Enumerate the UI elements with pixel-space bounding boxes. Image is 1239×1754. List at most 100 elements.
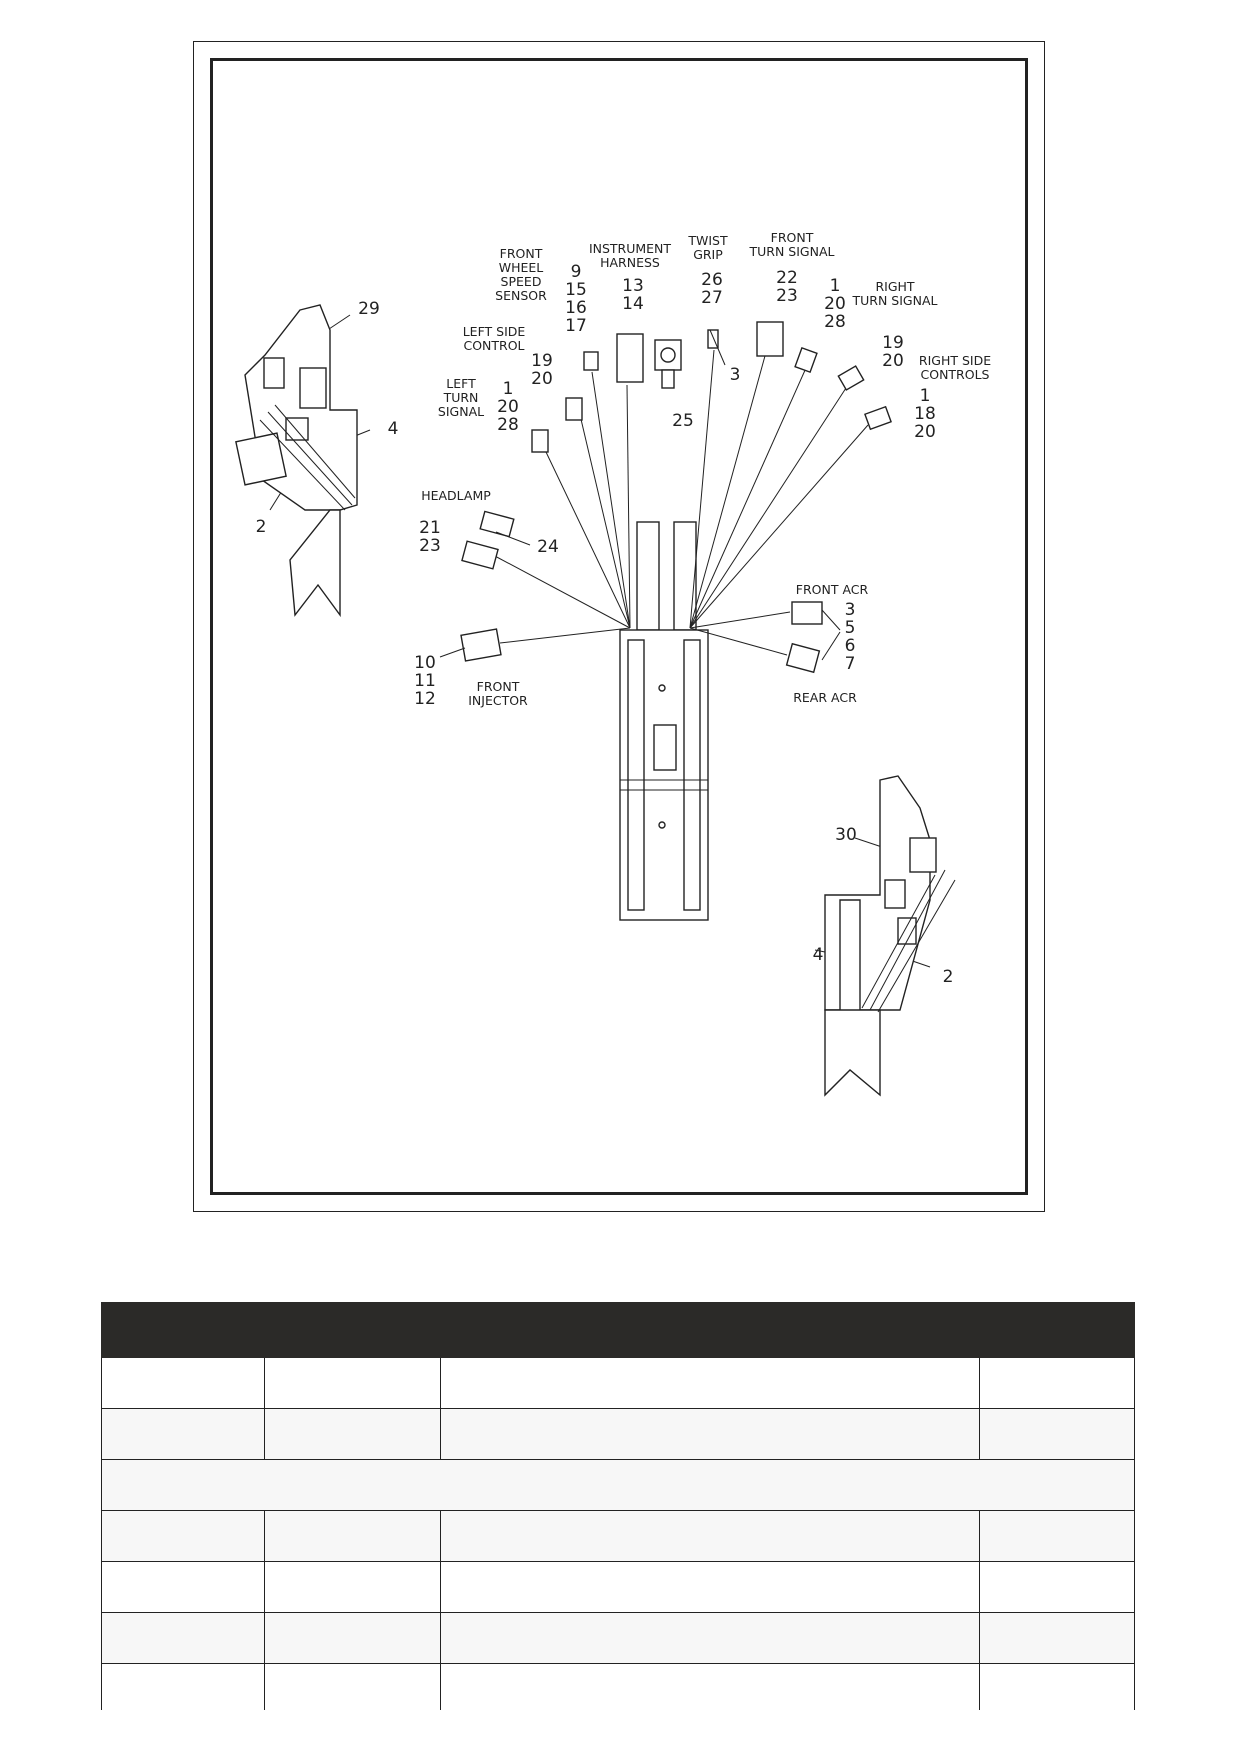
svg-text:21: 21	[419, 518, 441, 538]
svg-text:29: 29	[358, 299, 380, 319]
svg-text:3: 3	[845, 600, 856, 620]
diagram-inner-border	[210, 58, 1028, 1195]
svg-text:23: 23	[776, 286, 798, 306]
right-inset-assembly	[824, 775, 956, 1097]
svg-text:1: 1	[920, 386, 931, 406]
left-inset-assembly	[235, 304, 358, 618]
svg-text:HEADLAMP: HEADLAMP	[421, 488, 491, 503]
svg-text:5: 5	[845, 618, 856, 638]
headlamp-connector-b	[461, 540, 499, 570]
svg-text:19: 19	[882, 333, 904, 353]
svg-text:20: 20	[882, 351, 904, 371]
svg-text:SENSOR: SENSOR	[495, 288, 547, 303]
table-cell	[101, 1510, 265, 1562]
svg-text:3: 3	[730, 365, 741, 385]
svg-text:15: 15	[565, 280, 587, 300]
svg-text:LEFT SIDE: LEFT SIDE	[463, 324, 526, 339]
svg-text:CONTROLS: CONTROLS	[921, 367, 990, 382]
table-section-row	[101, 1459, 1135, 1511]
svg-text:4: 4	[388, 419, 399, 439]
diagram-outer-border	[193, 41, 1045, 1212]
component-labels: FRONT WHEEL SPEED SENSOR INSTRUMENT HARN…	[421, 230, 991, 708]
header-cell	[264, 1302, 441, 1358]
svg-text:20: 20	[824, 294, 846, 314]
svg-text:23: 23	[419, 536, 441, 556]
left-control-connector	[565, 397, 583, 421]
table-cell	[101, 1561, 265, 1613]
table-cell	[264, 1561, 441, 1613]
svg-text:TURN: TURN	[443, 390, 479, 405]
parts-table	[101, 1302, 1135, 1710]
svg-text:12: 12	[414, 689, 436, 709]
leader-lines	[269, 314, 931, 968]
svg-text:LEFT: LEFT	[446, 376, 476, 391]
table-cell	[979, 1612, 1135, 1664]
callout-numbers: 9 15 16 17 13 14 26 27 22 23 1 20 28 19 …	[256, 262, 954, 987]
table-row	[101, 1510, 1135, 1562]
svg-text:GRIP: GRIP	[693, 247, 723, 262]
table-cell	[440, 1663, 980, 1710]
svg-text:11: 11	[414, 671, 436, 691]
headlamp-connector-a	[479, 510, 515, 538]
table-cell	[979, 1663, 1135, 1710]
svg-text:CONTROL: CONTROL	[463, 338, 524, 353]
table-cell	[264, 1612, 441, 1664]
header-cell	[101, 1302, 265, 1358]
twist-grip-connector	[707, 329, 719, 349]
svg-text:10: 10	[414, 653, 436, 673]
table-cell	[440, 1510, 980, 1562]
svg-text:INJECTOR: INJECTOR	[468, 693, 528, 708]
rear-acr-connector	[785, 642, 821, 674]
left-turn-connector	[531, 429, 549, 453]
table-cell	[979, 1510, 1135, 1562]
right-controls-b-connector	[864, 405, 892, 431]
svg-text:RIGHT: RIGHT	[875, 279, 914, 294]
header-cell	[979, 1302, 1135, 1358]
svg-text:18: 18	[914, 404, 936, 424]
table-cell	[101, 1663, 265, 1710]
svg-text:TURN SIGNAL: TURN SIGNAL	[852, 293, 938, 308]
svg-text:22: 22	[776, 268, 798, 288]
wiring-harness-diagram: FRONT WHEEL SPEED SENSOR INSTRUMENT HARN…	[235, 230, 991, 1097]
svg-text:SPEED: SPEED	[501, 274, 542, 289]
table-cell	[440, 1612, 980, 1664]
svg-text:2: 2	[943, 967, 954, 987]
harness-wires	[492, 344, 869, 656]
svg-text:28: 28	[497, 415, 519, 435]
injector-connector	[460, 628, 502, 662]
svg-text:1: 1	[503, 379, 514, 399]
svg-text:20: 20	[914, 422, 936, 442]
svg-text:FRONT: FRONT	[477, 679, 520, 694]
svg-text:14: 14	[622, 294, 644, 314]
svg-text:30: 30	[835, 825, 857, 845]
svg-text:25: 25	[672, 411, 694, 431]
table-cell	[264, 1408, 441, 1460]
connectors	[460, 321, 892, 674]
table-cell	[979, 1408, 1135, 1460]
svg-text:SIGNAL: SIGNAL	[438, 404, 484, 419]
svg-text:19: 19	[531, 351, 553, 371]
svg-text:4: 4	[813, 945, 824, 965]
table-row	[101, 1612, 1135, 1664]
svg-text:INSTRUMENT: INSTRUMENT	[589, 241, 671, 256]
header-cell	[440, 1302, 980, 1358]
svg-text:6: 6	[845, 636, 856, 656]
svg-text:9: 9	[571, 262, 582, 282]
frame-rails	[619, 521, 709, 921]
svg-text:TWIST: TWIST	[687, 233, 728, 248]
table-cell	[440, 1357, 980, 1409]
table-cell	[979, 1357, 1135, 1409]
svg-text:7: 7	[845, 654, 856, 674]
table-row	[101, 1408, 1135, 1460]
front-turn-connector	[756, 321, 784, 357]
table-row	[101, 1561, 1135, 1613]
instrument-connector	[616, 333, 644, 383]
table-header-row	[101, 1302, 1135, 1358]
svg-text:27: 27	[701, 288, 723, 308]
table-cell	[440, 1408, 980, 1460]
table-cell	[264, 1357, 441, 1409]
svg-text:20: 20	[497, 397, 519, 417]
right-controls-a-connector	[837, 365, 865, 391]
table-row	[101, 1357, 1135, 1409]
table-cell	[101, 1408, 265, 1460]
